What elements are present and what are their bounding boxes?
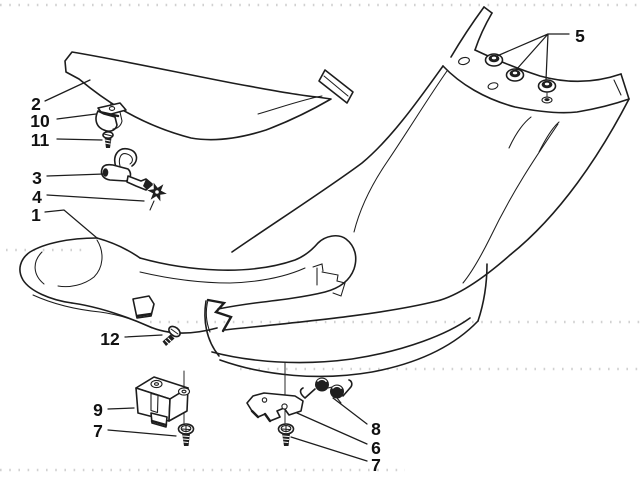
part-4-star-clip [147,182,167,211]
grommet-1 [484,53,504,67]
grommet-3 [537,79,557,104]
callout-5: 5 [575,26,585,46]
part-5-grommets [484,53,557,104]
callout-7-right: 7 [371,455,381,475]
callout-4: 4 [32,187,42,207]
callout-9: 9 [93,400,103,420]
callout-12: 12 [100,329,120,349]
part-10-saddle-clip [95,102,127,132]
part-11-screw [102,131,114,148]
callout-10: 10 [30,111,50,131]
callout-8: 8 [371,419,381,439]
callout-2: 2 [31,94,41,114]
rear-panel [204,6,630,378]
callout-11: 11 [31,130,50,150]
callout-6: 6 [371,438,381,458]
leader-lines [44,33,570,462]
part-8-torsion-spring [299,377,353,404]
callout-7-left: 7 [93,421,103,441]
part-7-screw-right [277,423,295,446]
scan-artifact-rows [0,3,640,472]
callout-1: 1 [31,205,41,225]
part-6-latch-plate [246,362,304,424]
panel-tab [132,295,155,319]
part-3-bag-hook [100,147,153,191]
part-12-screw [162,325,181,346]
part-7-screw-left [177,423,195,446]
callout-3: 3 [32,168,42,188]
part-1-floor-panel [19,234,357,334]
callout-labels: 2 10 11 3 4 1 12 9 7 5 8 6 7 [30,26,585,475]
part-9-mount-block [135,370,191,428]
grommet-2 [505,68,525,82]
